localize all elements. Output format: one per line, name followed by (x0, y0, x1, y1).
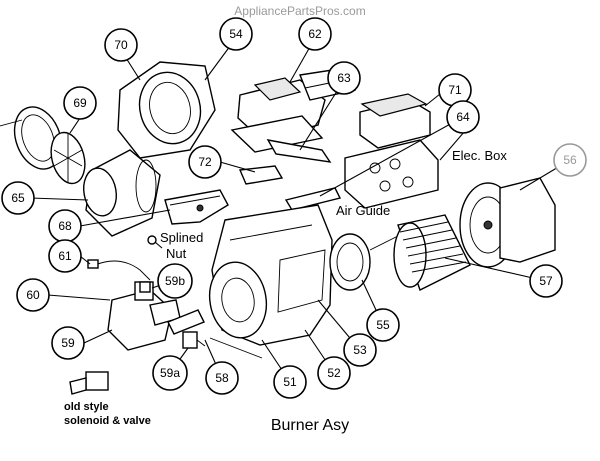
callout-59b: 59b (157, 263, 193, 299)
callout-71: 71 (438, 73, 472, 107)
callout-65: 65 (1, 181, 35, 215)
part-71-control (359, 93, 431, 149)
part-65-tube (83, 149, 161, 237)
svg-text:59a: 59a (160, 366, 180, 380)
part-57-blower-wheel (393, 214, 471, 291)
part-58-nozzle (167, 309, 263, 359)
label-air-guide: Air Guide (336, 203, 390, 218)
svg-text:64: 64 (456, 110, 470, 124)
svg-text:59b: 59b (165, 274, 185, 288)
svg-text:69: 69 (73, 96, 87, 110)
svg-text:62: 62 (308, 27, 322, 41)
callout-57: 57 (529, 264, 563, 298)
part-64-plate (284, 187, 342, 211)
svg-text:54: 54 (229, 27, 243, 41)
callout-52: 52 (317, 356, 351, 390)
svg-text:63: 63 (337, 71, 351, 85)
callout-60: 60 (16, 278, 50, 312)
part-55-air-guide (329, 233, 401, 291)
part-old-solenoid (69, 371, 109, 395)
svg-text:68: 68 (58, 219, 72, 233)
callout-61: 61 (48, 239, 82, 273)
part-62-igniter (230, 77, 326, 153)
part-elec-box (344, 139, 439, 209)
callout-56: 56 (553, 143, 587, 177)
part-69-ring (0, 106, 63, 170)
callout-64: 64 (446, 100, 480, 134)
svg-text:65: 65 (11, 191, 25, 205)
svg-text:51: 51 (283, 375, 297, 389)
part-56-motor (459, 177, 556, 268)
callout-62: 62 (298, 17, 332, 51)
svg-text:72: 72 (198, 155, 212, 169)
part-51-inlet (208, 261, 268, 339)
svg-text:55: 55 (376, 318, 390, 332)
callout-72: 72 (188, 145, 222, 179)
svg-text:58: 58 (215, 371, 229, 385)
part-69-guard (50, 131, 86, 185)
part-68-electrode (164, 189, 229, 225)
part-splined-nut (147, 235, 157, 245)
callout-51: 51 (273, 365, 307, 399)
callout-59: 59 (51, 326, 85, 360)
part-54-flange (117, 61, 216, 159)
part-59a-coupling (182, 331, 206, 349)
svg-text:57: 57 (539, 274, 553, 288)
svg-text:52: 52 (327, 366, 341, 380)
part-59b-fitting (139, 281, 151, 293)
svg-text:59: 59 (61, 336, 75, 350)
watermark: AppliancePartsPros.com (234, 4, 365, 18)
part-61-tube (87, 259, 151, 281)
callout-55: 55 (366, 308, 400, 342)
callout-59a: 59a (152, 355, 188, 391)
part-72-clip (238, 165, 284, 185)
svg-text:70: 70 (114, 38, 128, 52)
callout-63: 63 (327, 61, 361, 95)
callout-54: 54 (219, 17, 253, 51)
callout-69: 69 (63, 86, 97, 120)
svg-text:56: 56 (563, 153, 577, 167)
caption: Burner Asy (271, 417, 349, 434)
svg-text:60: 60 (26, 288, 40, 302)
svg-text:61: 61 (58, 249, 72, 263)
svg-text:71: 71 (448, 83, 462, 97)
callout-68: 68 (48, 209, 82, 243)
callout-53: 53 (343, 333, 377, 367)
callout-70: 70 (104, 28, 138, 62)
svg-text:53: 53 (353, 343, 367, 357)
callout-58: 58 (205, 361, 239, 395)
label-elec-box: Elec. Box (452, 148, 507, 163)
